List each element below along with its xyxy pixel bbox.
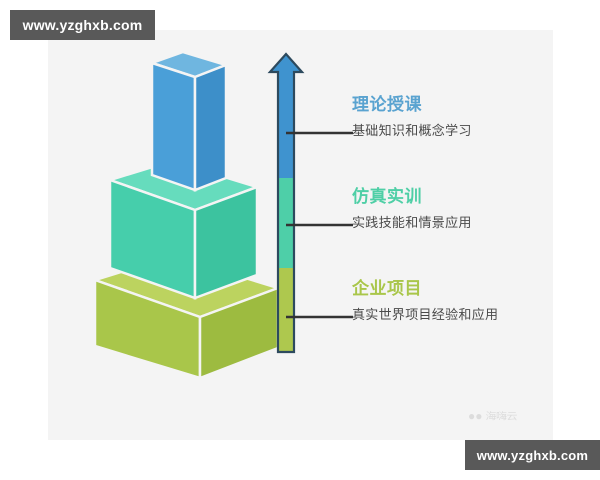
baidu-paw-icon: ●● [468,409,483,423]
baidu-watermark: ●● 海嗨云 [468,406,544,426]
level-subtitle-simulation: 实践技能和情景应用 [352,214,472,230]
level-title-simulation: 仿真实训 [352,187,422,206]
level-subtitle-theory: 基础知识和概念学习 [352,122,472,138]
level-label-theory: 理论授课 基础知识和概念学习 [352,95,472,138]
level-title-theory: 理论授课 [352,95,422,114]
level-label-project: 企业项目 真实世界项目经验和应用 [352,279,499,322]
level-title-project: 企业项目 [352,279,422,298]
level-subtitle-project: 真实世界项目经验和应用 [352,306,499,322]
watermark-bottom: www.yzghxb.com [465,440,600,470]
level-label-simulation: 仿真实训 实践技能和情景应用 [352,187,472,230]
arrow-segment-simulation [270,178,302,268]
pyramid-illustration [48,30,553,440]
block-level-1 [148,50,230,192]
baidu-watermark-text: 海嗨云 [485,411,518,423]
watermark-top: www.yzghxb.com [10,10,155,40]
